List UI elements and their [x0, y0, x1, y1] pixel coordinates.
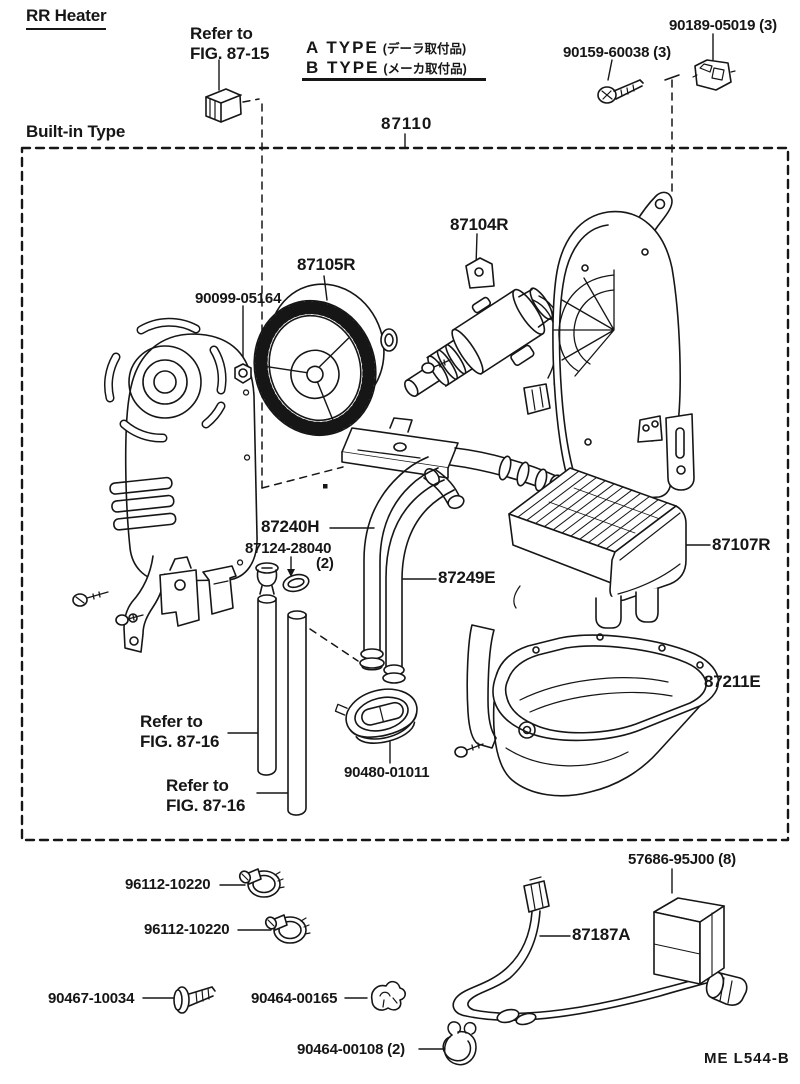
clip-90189-drawing	[692, 59, 736, 91]
legend-b-label: B TYPE	[306, 58, 380, 77]
resistor-box-drawing	[653, 897, 725, 985]
label-refer-fig-87-16-lower: Refer to FIG. 87-16	[166, 776, 246, 815]
legend-underline	[302, 78, 486, 81]
label-87187a: 87187A	[572, 925, 631, 944]
blower-housing-left-drawing	[103, 317, 258, 582]
label-refer-fig-87-16-upper: Refer to FIG. 87-16	[140, 712, 220, 751]
label-87240h: 87240H	[261, 517, 320, 536]
housing-vent-slots	[103, 317, 227, 443]
rivet-90467-icon	[173, 986, 216, 1014]
core-fins-hatching	[517, 470, 668, 550]
hose-clamp-96112-lower-icon	[264, 914, 311, 944]
label-90464-00108: 90464-00108 (2)	[297, 1041, 405, 1058]
label-57686-95j00: 57686-95J00 (8)	[628, 851, 736, 868]
label-90189-05019: 90189-05019 (3)	[669, 17, 777, 34]
fan-housing-right-drawing	[552, 191, 695, 500]
screw-90159-drawing	[597, 79, 644, 104]
grommet-90480-drawing	[334, 688, 418, 744]
blower-motor-drawing	[380, 257, 565, 415]
label-96112-lower: 96112-10220	[144, 921, 230, 938]
water-valve-assembly-drawing	[341, 417, 564, 510]
heater-pipes-drawing	[359, 456, 455, 684]
heater-core-drawing	[508, 467, 687, 629]
wiring-harness-drawing	[452, 876, 748, 1026]
nut-90099-drawing	[234, 363, 252, 384]
label-96112-upper: 96112-10220	[125, 876, 211, 893]
built-in-type-label: Built-in Type	[26, 122, 126, 141]
mount-brackets-drawing	[72, 555, 237, 653]
label-87107r: 87107R	[712, 535, 771, 554]
label-90099-05164: 90099-05164	[195, 290, 282, 307]
label-90159-60038: 90159-60038 (3)	[563, 44, 671, 61]
lower-case-drawing	[454, 624, 720, 797]
label-87211e: 87211E	[704, 672, 761, 691]
label-refer-fig-87-15: Refer to FIG. 87-15	[190, 24, 270, 63]
figure-code: ME L544-B	[704, 1050, 790, 1067]
label-87249e: 87249E	[438, 568, 496, 587]
label-87105r: 87105R	[297, 255, 356, 274]
pipe-clamp-87124-drawing	[255, 562, 310, 595]
dashed-line-marks	[323, 74, 680, 489]
legend-a-note: (デーラ取付品)	[382, 42, 467, 56]
label-90464-00165: 90464-00165	[251, 990, 338, 1007]
straight-pipes-drawing	[257, 594, 307, 816]
blower-fan-cage-drawing	[253, 283, 385, 437]
wire-clamp-90464-icon	[370, 980, 407, 1011]
label-87124-28040: 87124-28040	[245, 540, 332, 557]
legend-a-label: A TYPE	[306, 38, 379, 57]
label-90480-01011: 90480-01011	[344, 764, 430, 781]
snap-ring-90464-icon	[442, 1021, 477, 1066]
hose-clamp-96112-upper-icon	[238, 868, 285, 898]
housing-grille	[553, 269, 615, 377]
type-legend: A TYPE (デーラ取付品) B TYPE (メーカ取付品)	[306, 38, 467, 78]
page-title: RR Heater	[26, 6, 107, 30]
grommet-cube-drawing	[205, 88, 242, 123]
label-87124-qty: (2)	[316, 555, 334, 572]
assembly-dashed-lines	[242, 79, 673, 662]
label-90467-10034: 90467-10034	[48, 990, 135, 1007]
legend-b-note: (メーカ取付品)	[383, 62, 467, 76]
label-87110: 87110	[381, 114, 433, 133]
label-87104r: 87104R	[450, 215, 509, 234]
